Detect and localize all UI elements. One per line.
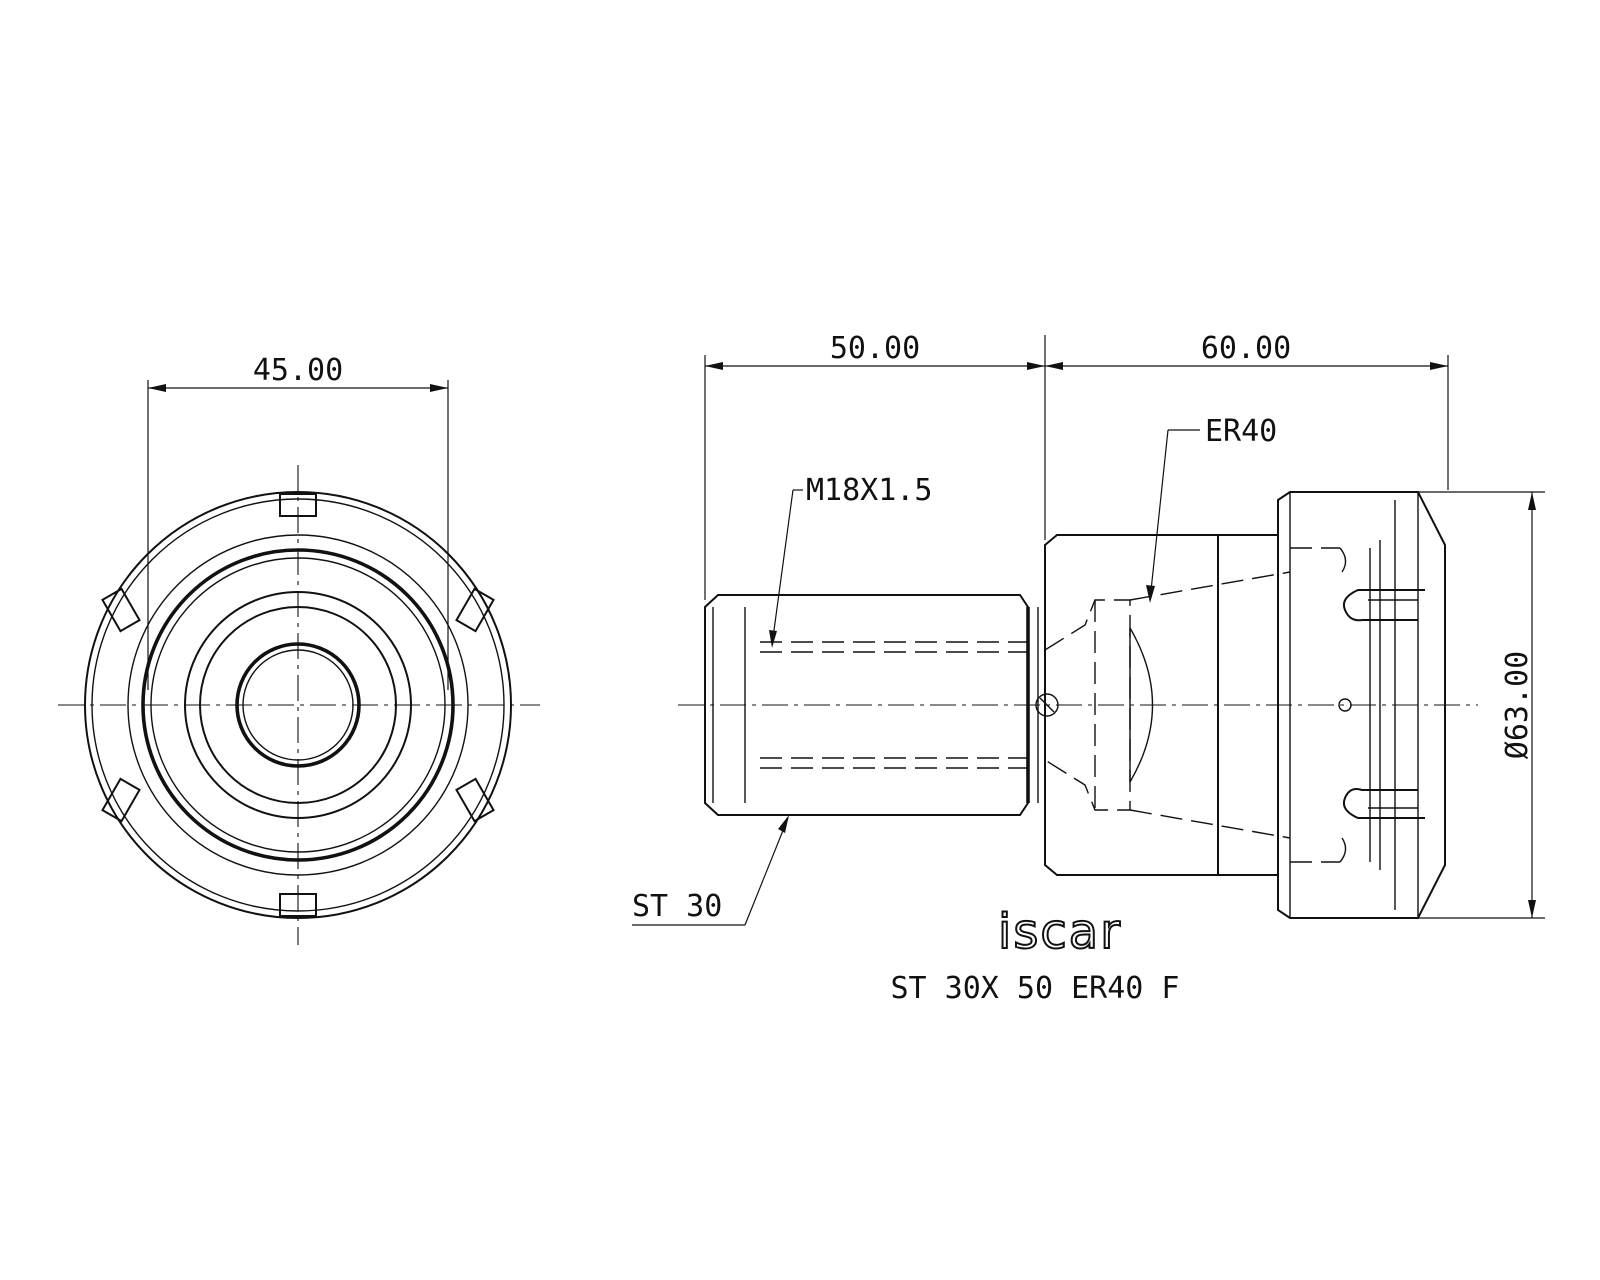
body bbox=[1044, 534, 1278, 876]
callout-er40: ER40 bbox=[1205, 414, 1277, 449]
thread-callout: M18X1.5 bbox=[769, 473, 932, 648]
brand-logo: iscar bbox=[998, 904, 1122, 960]
shank-callout: ST 30 bbox=[632, 815, 789, 926]
dimension-60: 60.00 bbox=[1201, 331, 1291, 366]
dimension-50: 50.00 bbox=[830, 331, 920, 366]
collet-nut bbox=[1277, 491, 1446, 919]
dimension-diameter: Ø63.00 bbox=[1500, 651, 1535, 759]
side-view: 50.00 60.00 Ø63.00 ER40 bbox=[632, 331, 1545, 926]
callout-thread: M18X1.5 bbox=[806, 473, 932, 508]
internal-hidden bbox=[1035, 571, 1291, 839]
length-dimension-50: 50.00 bbox=[704, 331, 1046, 600]
front-width-dimension: 45.00 bbox=[147, 353, 449, 690]
dimension-45: 45.00 bbox=[253, 353, 343, 388]
length-dimension-60: 60.00 bbox=[1045, 331, 1449, 490]
hidden-thread bbox=[760, 641, 1028, 769]
callout-shank: ST 30 bbox=[632, 889, 722, 924]
diameter-dimension: Ø63.00 bbox=[1418, 491, 1545, 919]
nut-notches bbox=[101, 493, 495, 917]
part-number: ST 30X 50 ER40 F bbox=[891, 971, 1180, 1006]
collet-callout: ER40 bbox=[1146, 414, 1277, 603]
title-block: iscar ST 30X 50 ER40 F bbox=[891, 903, 1180, 1006]
shank bbox=[704, 594, 1039, 816]
front-view: 45.00 bbox=[58, 353, 540, 945]
